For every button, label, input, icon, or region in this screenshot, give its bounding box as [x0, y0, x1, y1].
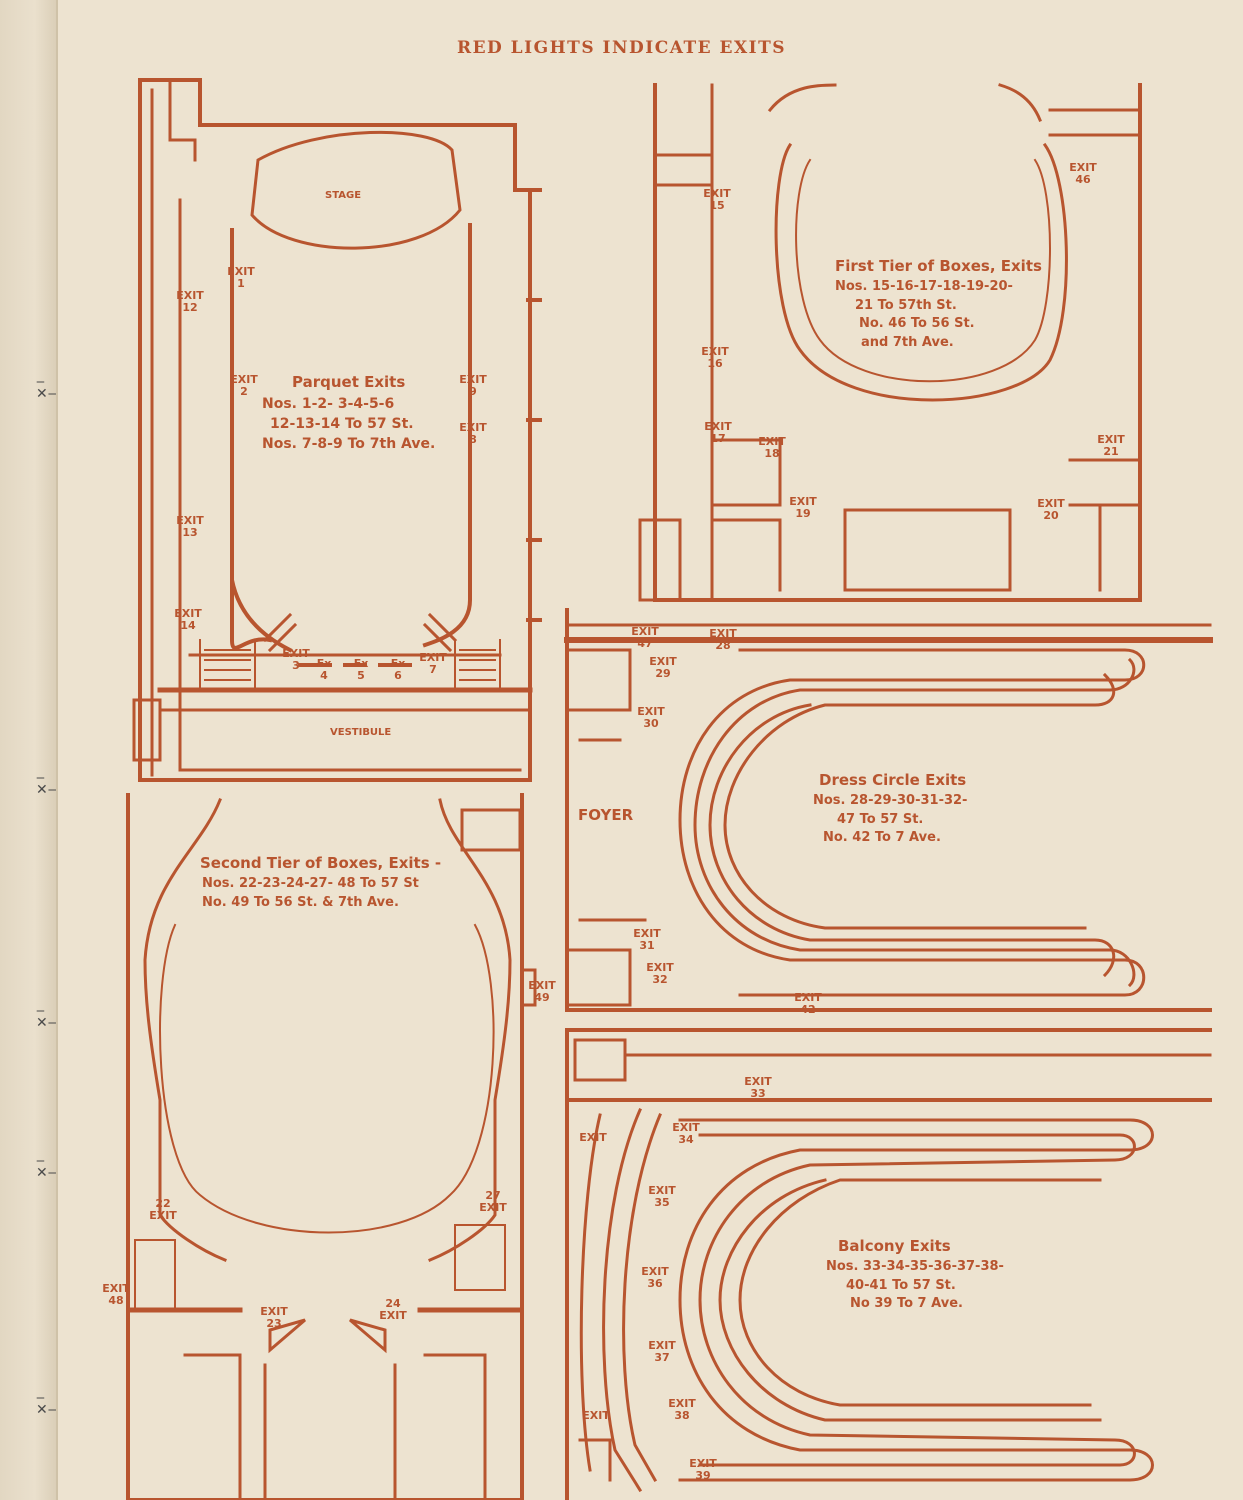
dress-circle-plan	[564, 608, 1213, 1012]
stage-label: STAGE	[325, 190, 362, 201]
parquet-line-2: 12-13-14 To 57 St.	[270, 416, 414, 433]
first-tier-exits-block: First Tier of Boxes, Exits Nos. 15-16-17…	[835, 256, 1042, 353]
binding-stitch: ‒✕‒	[36, 1003, 57, 1031]
first-tier-plan	[638, 83, 1142, 602]
foyer-label: FOYER	[578, 806, 634, 824]
second-tier-plan	[126, 793, 537, 1500]
binding-stitch: ‒✕‒	[36, 1390, 57, 1418]
vestibule-label: VESTIBULE	[330, 727, 392, 738]
second-tier-line-2: No. 49 To 56 St. & 7th Ave.	[202, 894, 399, 910]
first-tier-line-2: 21 To 57th St.	[855, 297, 957, 313]
page-title: RED LIGHTS INDICATE EXITS	[456, 38, 787, 58]
binding-fold	[56, 0, 58, 1500]
parquet-line-3: Nos. 7-8-9 To 7th Ave.	[262, 436, 436, 453]
balcony-line-1: Nos. 33-34-35-36-37-38-	[826, 1258, 1004, 1274]
binding-stitch: ‒✕‒	[36, 1153, 57, 1181]
second-tier-line-1: Nos. 22-23-24-27- 48 To 57 St	[202, 875, 419, 891]
exit-41-label: EXIT	[582, 1409, 610, 1422]
balcony-line-3: No 39 To 7 Ave.	[850, 1296, 963, 1312]
parquet-exits-block: Parquet Exits Nos. 1-2- 3-4-5-6 12-13-14…	[262, 372, 435, 455]
exit-40-label: EXIT	[579, 1131, 607, 1144]
balcony-line-2: 40-41 To 57 St.	[846, 1277, 956, 1293]
dress-circle-heading: Dress Circle Exits	[819, 771, 967, 789]
binding-gutter	[0, 0, 58, 1500]
dress-circle-line-3: No. 42 To 7 Ave.	[823, 830, 941, 846]
first-tier-heading: First Tier of Boxes, Exits	[835, 257, 1042, 275]
balcony-plan	[565, 1028, 1212, 1500]
dress-circle-line-2: 47 To 57 St.	[837, 811, 924, 827]
binding-stitch: ‒✕‒	[36, 374, 57, 402]
parquet-plan	[132, 78, 542, 782]
first-tier-line-3: No. 46 To 56 St.	[859, 316, 975, 332]
binding-stitch: ‒✕‒	[36, 770, 57, 798]
first-tier-line-4: and 7th Ave.	[861, 335, 954, 351]
second-tier-exits-block: Second Tier of Boxes, Exits - Nos. 22-23…	[200, 853, 441, 912]
parquet-heading: Parquet Exits	[292, 373, 406, 391]
second-tier-heading: Second Tier of Boxes, Exits -	[200, 854, 442, 872]
balcony-heading: Balcony Exits	[838, 1237, 951, 1255]
dress-circle-exits-block: Dress Circle Exits Nos. 28-29-30-31-32- …	[813, 770, 967, 848]
dress-circle-line-1: Nos. 28-29-30-31-32-	[813, 792, 968, 808]
balcony-exits-block: Balcony Exits Nos. 33-34-35-36-37-38- 40…	[826, 1236, 1004, 1314]
parquet-line-1: Nos. 1-2- 3-4-5-6	[262, 395, 395, 412]
first-tier-line-1: Nos. 15-16-17-18-19-20-	[835, 278, 1013, 294]
